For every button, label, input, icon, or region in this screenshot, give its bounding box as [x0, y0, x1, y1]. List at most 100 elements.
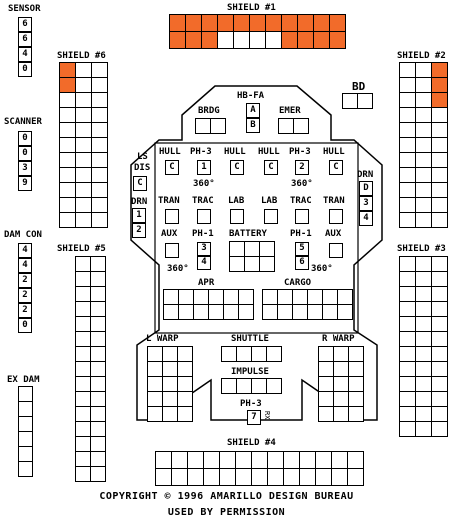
shield4-cell	[331, 451, 348, 469]
shield3-cell	[399, 406, 416, 422]
shield2-cell	[431, 107, 448, 123]
shield5-cell	[75, 286, 91, 302]
shield3-cell	[399, 286, 416, 302]
cargo-label: CARGO	[284, 278, 312, 288]
shield1-cell	[169, 31, 186, 49]
cargo-cell	[262, 304, 278, 320]
rwarp-cell	[318, 391, 334, 407]
shield2-cell	[431, 92, 448, 108]
shield2-cell	[415, 152, 432, 168]
hull-2-box: C	[230, 160, 244, 175]
shield4-cell	[283, 451, 300, 469]
ph1-right-b-box: 6	[295, 256, 309, 270]
ph3-right-box: 2	[295, 160, 309, 175]
ph1-left-arc: 360°	[167, 264, 189, 274]
shield6-cell	[75, 182, 92, 198]
shield3-cell	[415, 361, 432, 377]
sensor-value: 6	[18, 32, 32, 47]
scanner-value: 9	[18, 176, 32, 191]
cargo-cell	[292, 304, 308, 320]
shield5-cell	[90, 346, 106, 362]
lab-2-label: LAB	[261, 196, 278, 206]
shield5-cell	[90, 271, 106, 287]
ph1-left-b-box: 4	[197, 256, 211, 270]
battery-cell	[259, 256, 275, 272]
system-box	[165, 209, 179, 224]
rwarp-cell	[333, 406, 349, 422]
shield4-cell	[267, 468, 284, 486]
system-box	[264, 209, 278, 224]
permission-text: USED BY PERMISSION	[167, 507, 286, 518]
shield6-cell	[59, 107, 76, 123]
shield5-cell	[75, 256, 91, 272]
shield2-cell	[399, 77, 416, 93]
rwarp-cell	[333, 376, 349, 392]
shield2-cell	[415, 197, 432, 213]
shield2-cell	[399, 182, 416, 198]
shield5-cell	[75, 451, 91, 467]
bd-cell	[342, 93, 358, 109]
scanner-label: SCANNER	[4, 117, 42, 127]
lwarp-cell	[162, 376, 178, 392]
shield2-label: SHIELD #2	[397, 51, 446, 61]
system-box	[230, 209, 244, 224]
lwarp-cell	[177, 406, 193, 422]
rwarp-cell	[348, 346, 364, 362]
drn-right-label: DRN	[357, 170, 374, 180]
shield5-cell	[75, 346, 91, 362]
bd-cell	[357, 93, 373, 109]
shield3-cell	[431, 256, 448, 272]
shield1-cell	[185, 14, 202, 32]
shield3-cell	[431, 376, 448, 392]
hull-4-box: C	[329, 160, 343, 175]
drn-right-d: D	[359, 181, 373, 196]
apr-cell	[178, 304, 194, 320]
shield5-label: SHIELD #5	[57, 244, 106, 254]
apr-cell	[208, 304, 224, 320]
hull-3-box: C	[264, 160, 278, 175]
rwarp-cell	[318, 361, 334, 377]
ph3-left-box: 1	[197, 160, 211, 175]
shield1-cell	[313, 14, 330, 32]
bd-label: BD	[352, 80, 366, 93]
shield2-cell	[431, 167, 448, 183]
shield6-cell	[59, 182, 76, 198]
sensor-label: SENSOR	[8, 4, 41, 14]
tran-2-label: TRAN	[323, 196, 345, 206]
shield3-cell	[431, 271, 448, 287]
shield3-cell	[399, 346, 416, 362]
shield2-cell	[415, 182, 432, 198]
shield4-cell	[235, 451, 252, 469]
shield3-cell	[399, 256, 416, 272]
shield4-label: SHIELD #4	[227, 438, 276, 448]
shield1-cell	[249, 14, 266, 32]
hull-1-box: C	[165, 160, 179, 175]
ph1-right-label: PH-1	[290, 229, 312, 239]
cargo-cell	[307, 289, 323, 305]
shield1-cell	[201, 14, 218, 32]
shield6-cell	[91, 182, 108, 198]
shield3-cell	[399, 301, 416, 317]
impulse-cell	[221, 378, 237, 394]
damcon-value: 0	[18, 318, 32, 333]
rwarp-cell	[348, 376, 364, 392]
shield6-cell	[75, 152, 92, 168]
shield5-cell	[90, 286, 106, 302]
apr-cell	[163, 289, 179, 305]
shield1-cell	[281, 31, 298, 49]
shield6-cell	[75, 77, 92, 93]
ph1-right-a-box: 5	[295, 242, 309, 256]
shield6-cell	[59, 167, 76, 183]
shield6-cell	[59, 122, 76, 138]
trac-1-label: TRAC	[192, 196, 214, 206]
shield5-cell	[90, 421, 106, 437]
cargo-cell	[307, 304, 323, 320]
scanner-value: 0	[18, 131, 32, 146]
lwarp-cell	[147, 406, 163, 422]
lwarp-label: L WARP	[146, 334, 179, 344]
shield4-cell	[171, 451, 188, 469]
shield6-cell	[59, 152, 76, 168]
apr-cell	[223, 289, 239, 305]
shield1-cell	[265, 14, 282, 32]
